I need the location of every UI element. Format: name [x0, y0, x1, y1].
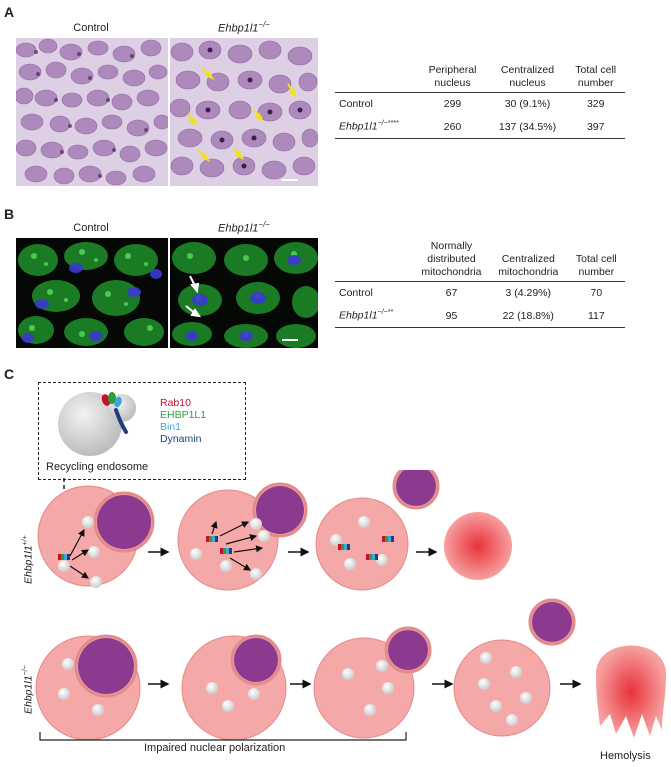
endosome-legend: Rab10 EHBP1L1 Bin1 Dynamin — [160, 397, 206, 445]
endosome-caption: Recycling endosome — [46, 461, 149, 473]
table-row: Ehbp1l1−/−** 95 22 (18.8%) 117 — [335, 304, 625, 328]
table-cell: 67 — [445, 287, 458, 300]
legend-dynamin: Dynamin — [160, 433, 202, 445]
hemolysing-cell — [596, 645, 666, 738]
row-label: Ehbp1l1−/−** — [335, 304, 415, 328]
panel-a-label: A — [4, 4, 15, 20]
table-a-header-1: Peripheral nucleus — [416, 62, 489, 94]
fluorescence-ko-image — [170, 238, 318, 348]
panel-b-control-caption: Control — [73, 222, 109, 234]
table-cell: 137 (34.5%) — [488, 115, 567, 139]
hemolysis-caption: Hemolysis — [600, 750, 651, 762]
panel-a-table: Peripheral nucleus Centralized nucleus T… — [335, 62, 625, 139]
table-cell: 30 (9.1%) — [504, 98, 551, 111]
table-cell: 117 — [567, 304, 625, 328]
legend-bin1: Bin1 — [160, 421, 182, 433]
table-cell: 299 — [443, 98, 462, 111]
row-label: Ehbp1l1−/−**** — [335, 115, 417, 139]
table-a-header-2: Centralized nucleus — [488, 62, 567, 94]
table-cell: 329 — [586, 98, 605, 111]
panel-a-control-caption: Control — [73, 22, 109, 34]
panel-b-ko-caption: Ehbp1l1−/− — [218, 220, 270, 235]
erythroblast-enucleation-schematic — [35, 470, 666, 741]
histology-control-image — [16, 38, 168, 186]
row-label: Control — [339, 98, 373, 111]
legend-ehbp1l1: EHBP1L1 — [160, 409, 207, 421]
table-cell: 3 (4.29%) — [505, 287, 552, 300]
table-b-header-1: Normally distributed mitochondria — [414, 238, 489, 283]
table-row: Control 67 3 (4.29%) 70 — [335, 282, 625, 305]
table-row: Control 299 30 (9.1%) 329 — [335, 93, 625, 116]
histology-ko-image — [170, 38, 318, 186]
table-b-header-2: Centralized mitochondria — [488, 238, 568, 283]
table-a-header-3: Total cell number — [566, 62, 625, 94]
impaired-polarization-caption: Impaired nuclear polarization — [144, 742, 286, 754]
recycling-endosome-illustration — [58, 392, 136, 456]
table-cell: 22 (18.8%) — [488, 304, 568, 328]
panel-c-label: C — [4, 366, 15, 382]
table-cell: 397 — [566, 115, 625, 139]
fluorescence-control-image — [16, 238, 168, 348]
panel-a-ko-caption: Ehbp1l1−/− — [218, 20, 270, 35]
table-cell: 260 — [416, 115, 489, 139]
table-row: Ehbp1l1−/−**** 260 137 (34.5%) 397 — [335, 115, 625, 139]
red-blood-cell — [444, 512, 512, 580]
row-label: Control — [339, 287, 373, 300]
legend-rab10: Rab10 — [160, 397, 191, 409]
table-cell: 95 — [414, 304, 489, 328]
endosome-inset-box — [38, 382, 246, 480]
table-b-header-3: Total cell number — [567, 238, 625, 283]
table-a-header-0 — [335, 62, 417, 94]
table-b-header-0 — [335, 238, 415, 283]
table-cell: 70 — [590, 287, 603, 300]
panel-b-table: Normally distributed mitochondria Centra… — [335, 238, 625, 328]
panel-b-label: B — [4, 206, 15, 222]
